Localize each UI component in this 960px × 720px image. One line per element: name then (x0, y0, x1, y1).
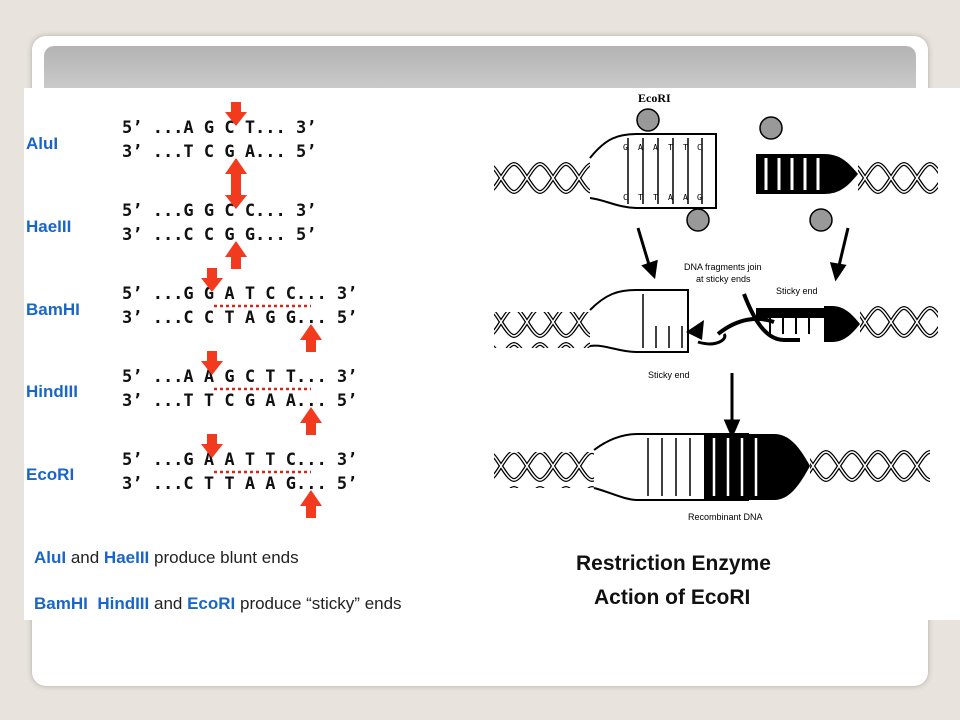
cut-arrow-down-icon (225, 102, 247, 126)
hindiii-top-strand: 5’ ...A A G C T T... 3’ (122, 367, 358, 387)
svg-text:T: T (668, 143, 673, 152)
dna-helix-middle-left (494, 312, 590, 348)
dna-ladder-right (756, 154, 858, 194)
cut-arrow-up-icon (225, 241, 247, 269)
cut-arrow-up-icon (300, 324, 322, 352)
enzyme-name-alui: AluI (26, 134, 59, 153)
sticky-end-label-right: Sticky end (776, 286, 818, 296)
enzyme-name-hindiii: HindIII (26, 382, 78, 401)
note-enzyme-alui: AluI (34, 548, 67, 567)
cut-arrow-up-icon (225, 158, 247, 186)
slide-content: AluI HaeIII BamHI HindIII EcoRI 5’ ...A … (24, 88, 960, 620)
svg-text:A: A (683, 193, 688, 202)
cut-site-markers (201, 102, 322, 518)
haeiii-top-strand: 5’ ...G G C C... 3’ (122, 201, 317, 221)
ecori-top-strand: 5’ ...G A A T T C... 3’ (122, 450, 358, 470)
note-and: and (66, 548, 104, 567)
enzyme-name-bamhi: BamHI (26, 300, 80, 319)
ecori-enzyme-icon (809, 208, 833, 232)
join-label-1: DNA fragments join (684, 262, 762, 272)
cut-arrow-up-icon (300, 407, 322, 435)
sticky-end-label-left: Sticky end (648, 370, 690, 380)
recombinant-dna-label: Recombinant DNA (688, 512, 763, 522)
ecori-enzyme-icon (759, 116, 783, 140)
svg-text:A: A (653, 143, 658, 152)
dna-helix-left (494, 160, 590, 196)
svg-text:C: C (697, 143, 702, 152)
note-enzyme-bamhi: BamHI (34, 594, 88, 613)
join-label-2: at sticky ends (696, 274, 751, 284)
note-enzyme-hindiii: HindIII (97, 594, 150, 613)
cut-arrow-down-icon (201, 351, 223, 375)
alui-bottom-strand: 3’ ...T C G A... 5’ (122, 142, 317, 162)
dna-helix-bottom-left (494, 452, 594, 488)
svg-text:A: A (668, 193, 673, 202)
svg-text:G: G (697, 193, 702, 202)
hindiii-bottom-strand: 3’ ...T T C G A A... 5’ (122, 391, 358, 411)
dna-helix-bottom-right (810, 448, 930, 484)
note-blunt-text: produce blunt ends (149, 548, 299, 567)
svg-text:A: A (638, 143, 643, 152)
cut-arrow-down-icon (201, 268, 223, 292)
cut-arrow-up-icon (300, 490, 322, 518)
note-sticky-text: produce “sticky” ends (235, 594, 402, 613)
dna-ladder-left (589, 133, 717, 209)
enzyme-name-ecori: EcoRI (26, 465, 75, 484)
note-and: and (149, 594, 188, 613)
cut-arrow-down-icon (201, 434, 223, 458)
note-enzyme-ecori: EcoRI (187, 594, 236, 613)
ecori-bottom-strand: 3’ ...C T T A A G... 5’ (122, 474, 358, 494)
svg-text:T: T (638, 193, 643, 202)
svg-text:C: C (623, 193, 628, 202)
ecori-enzyme-icon (636, 108, 660, 132)
sticky-ends-note: BamHI HindIII and EcoRI produce “sticky”… (34, 594, 402, 614)
dna-helix-middle-right (860, 306, 938, 342)
svg-text:T: T (683, 143, 688, 152)
ecori-enzyme-icon (686, 208, 710, 232)
diagram-heading-line2: Action of EcoRI (594, 586, 751, 609)
note-enzyme-haeiii: HaeIII (103, 548, 150, 567)
dna-helix-right (858, 158, 938, 194)
svg-text:G: G (623, 143, 628, 152)
haeiii-bottom-strand: 3’ ...C C G G... 5’ (122, 225, 317, 245)
blunt-ends-note: AluI and HaeIII produce blunt ends (34, 548, 299, 568)
cut-arrow-down-icon (225, 185, 247, 209)
diagram-heading-line1: Restriction Enzyme (576, 552, 771, 575)
ecori-label: EcoRI (638, 91, 671, 105)
alui-top-strand: 5’ ...A G C T... 3’ (122, 118, 317, 138)
svg-text:T: T (653, 193, 658, 202)
enzyme-name-haeiii: HaeIII (26, 217, 72, 236)
bamhi-bottom-strand: 3’ ...C C T A G G... 5’ (122, 308, 358, 328)
bamhi-top-strand: 5’ ...G G A T C C... 3’ (122, 284, 358, 304)
